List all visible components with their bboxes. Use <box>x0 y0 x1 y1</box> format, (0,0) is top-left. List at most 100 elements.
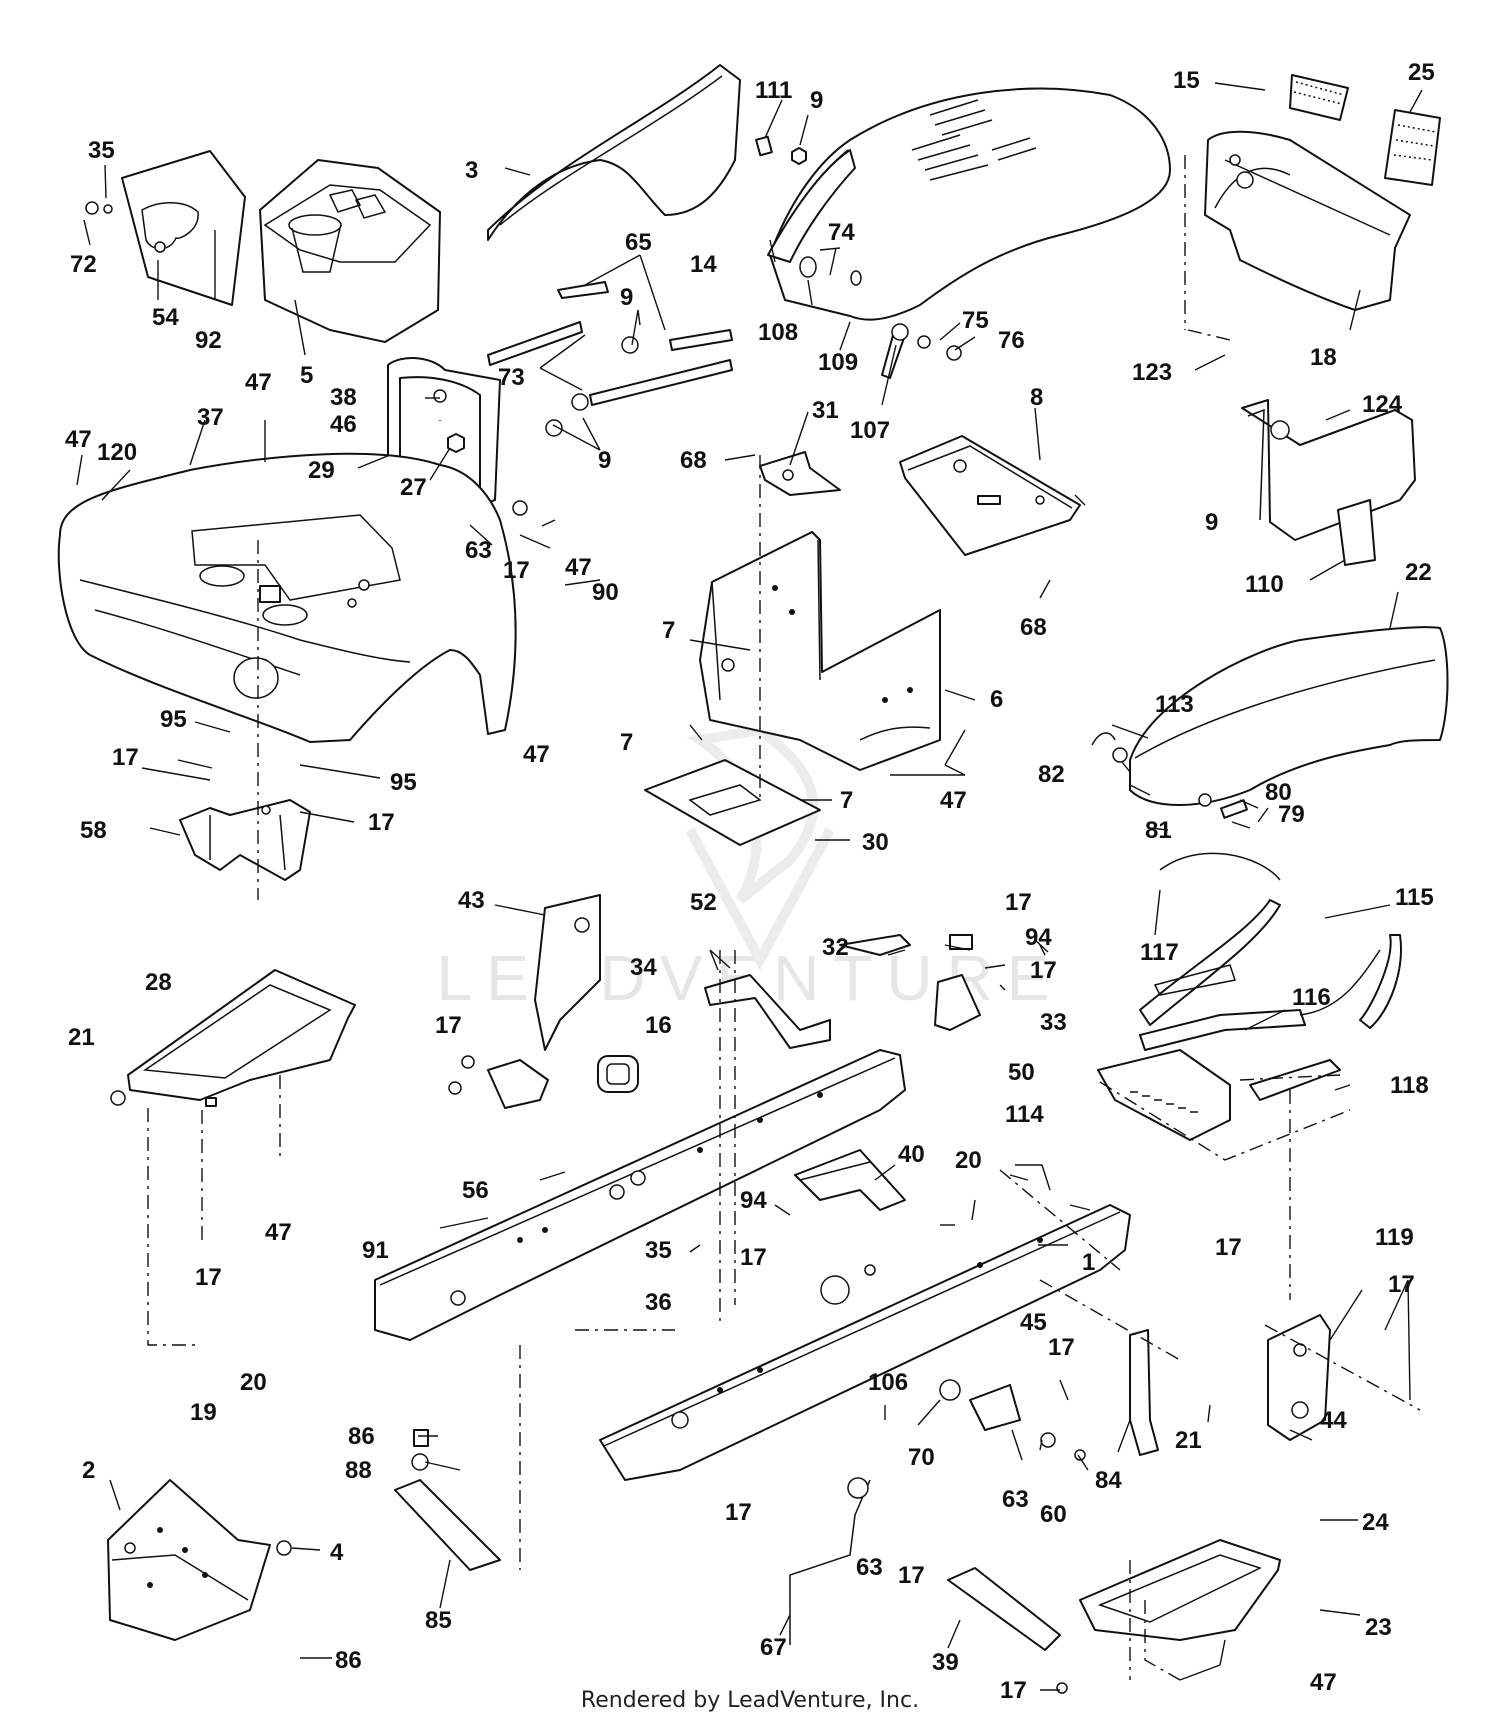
label-81: 81 <box>1145 817 1172 844</box>
label-37: 37 <box>197 404 224 431</box>
label-35-b: 35 <box>645 1237 672 1264</box>
label-111: 111 <box>755 77 792 104</box>
part-bracket-85 <box>394 1429 501 1571</box>
label-24: 24 <box>1362 1509 1389 1536</box>
label-36: 36 <box>645 1289 672 1316</box>
part-main-body <box>57 452 517 743</box>
part-bracket-39 <box>947 1567 1068 1694</box>
label-67: 67 <box>760 1634 787 1661</box>
part-hood <box>767 87 1171 321</box>
label-46: 46 <box>330 411 357 438</box>
leader-lines <box>76 82 1423 1691</box>
label-35: 35 <box>88 137 115 164</box>
label-30: 30 <box>862 829 889 856</box>
part-lever-84 <box>1129 1329 1159 1456</box>
label-17-n: 17 <box>1000 1677 1027 1704</box>
label-17-b: 17 <box>112 744 139 771</box>
part-seat-mount <box>179 799 311 881</box>
label-17-f: 17 <box>435 1012 462 1039</box>
label-63-a: 63 <box>465 537 492 564</box>
label-123: 123 <box>1132 359 1172 386</box>
label-17-c: 17 <box>368 809 395 836</box>
part-pedal-bracket <box>794 1149 906 1211</box>
part-control-console <box>259 159 441 343</box>
label-21-a: 21 <box>68 1024 95 1051</box>
label-17-k: 17 <box>1048 1334 1075 1361</box>
label-113: 113 <box>1155 691 1194 718</box>
label-17-i: 17 <box>1388 1271 1415 1298</box>
part-pan <box>759 451 841 496</box>
label-47-b: 47 <box>65 426 92 453</box>
label-17-a: 17 <box>503 557 530 584</box>
label-9-d: 9 <box>1205 509 1218 536</box>
label-20-a: 20 <box>955 1147 982 1174</box>
label-47-f: 47 <box>265 1219 292 1246</box>
part-floor-plate <box>644 759 821 846</box>
label-1: 1 <box>1082 1249 1095 1276</box>
label-32: 32 <box>822 934 849 961</box>
part-hood-hinge <box>799 247 962 379</box>
part-left-frame-rail <box>599 1204 1131 1481</box>
label-17-h: 17 <box>740 1244 767 1271</box>
label-33: 33 <box>1040 1009 1067 1036</box>
label-25: 25 <box>1408 59 1435 86</box>
label-86-b: 86 <box>335 1647 362 1674</box>
label-108: 108 <box>758 319 798 346</box>
label-109: 109 <box>818 349 858 376</box>
label-2: 2 <box>82 1457 95 1484</box>
label-76: 76 <box>998 327 1025 354</box>
label-27: 27 <box>400 474 427 501</box>
label-16: 16 <box>645 1012 672 1039</box>
label-95-a: 95 <box>160 706 187 733</box>
label-85: 85 <box>425 1607 452 1634</box>
label-120: 120 <box>97 439 137 466</box>
label-9: 9 <box>810 87 823 114</box>
part-linkage-rods <box>487 281 733 437</box>
label-94-b: 94 <box>740 1187 767 1214</box>
label-95-b: 95 <box>390 769 417 796</box>
label-47-e: 47 <box>940 787 967 814</box>
label-60: 60 <box>1040 1501 1067 1528</box>
label-47-g: 47 <box>1310 1669 1337 1696</box>
label-39: 39 <box>932 1649 959 1676</box>
label-6: 6 <box>990 686 1003 713</box>
label-7-b: 7 <box>620 729 633 756</box>
label-50: 50 <box>1008 1059 1035 1086</box>
part-bracket-mount <box>1241 399 1416 566</box>
label-63-c: 63 <box>856 1554 883 1581</box>
label-74: 74 <box>828 219 855 246</box>
label-68-a: 68 <box>680 447 707 474</box>
label-82: 82 <box>1038 761 1065 788</box>
label-8: 8 <box>1030 384 1043 411</box>
label-29: 29 <box>308 457 335 484</box>
part-pivot-45 <box>939 1379 1086 1461</box>
label-17-d: 17 <box>1005 889 1032 916</box>
label-45: 45 <box>1020 1309 1047 1336</box>
label-9-c: 9 <box>598 447 611 474</box>
label-115: 115 <box>1395 884 1434 911</box>
label-28: 28 <box>145 969 172 996</box>
part-front-hitch-bracket <box>1097 1049 1231 1141</box>
alignment-lines <box>147 155 1421 1681</box>
label-107: 107 <box>850 417 890 444</box>
label-7-a: 7 <box>662 617 675 644</box>
part-rear-fender-panel <box>1204 74 1441 311</box>
label-124: 124 <box>1362 391 1403 418</box>
label-63-b: 63 <box>1002 1486 1029 1513</box>
part-dash-mount-plate <box>899 435 1081 556</box>
label-79: 79 <box>1278 801 1305 828</box>
label-40: 40 <box>898 1141 925 1168</box>
label-17-e: 17 <box>1030 957 1057 984</box>
label-118: 118 <box>1390 1072 1429 1099</box>
label-9-b: 9 <box>620 284 633 311</box>
label-18: 18 <box>1310 344 1337 371</box>
label-17-j: 17 <box>195 1264 222 1291</box>
label-3: 3 <box>465 157 478 184</box>
label-21-b: 21 <box>1175 1427 1202 1454</box>
label-17-m: 17 <box>898 1562 925 1589</box>
label-58: 58 <box>80 817 107 844</box>
label-92: 92 <box>195 327 222 354</box>
label-117: 117 <box>1140 939 1179 966</box>
label-114: 114 <box>1005 1101 1044 1128</box>
